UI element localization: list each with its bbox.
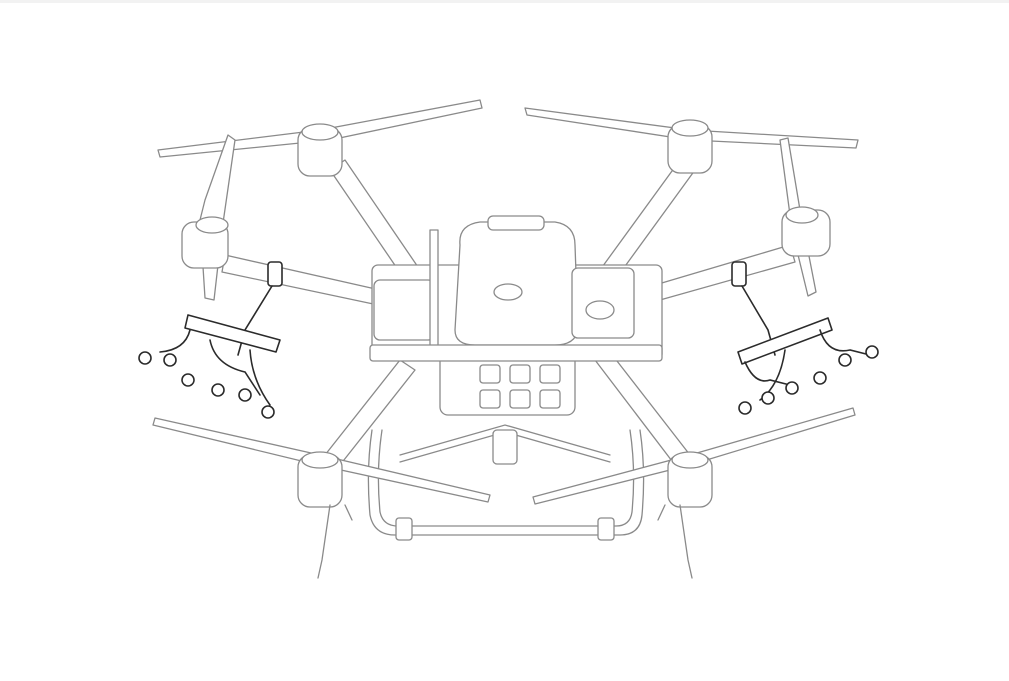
landing-gear [367, 424, 645, 541]
left-module [373, 279, 435, 341]
fuselage [369, 215, 663, 416]
rotor-mid-right [779, 137, 831, 297]
arm-mid-left [221, 254, 381, 306]
rotor-front-right [524, 107, 859, 174]
arm-front-left [329, 159, 421, 281]
left-spray-nozzle-assembly [138, 261, 283, 419]
arm-front-right [599, 159, 696, 281]
tank-cap [493, 283, 523, 301]
rotor-rear-right [532, 407, 856, 579]
rotor-rear-left [152, 417, 491, 579]
rotor-mid-left [181, 134, 236, 301]
arm-mid-right [654, 244, 796, 301]
tank-lid [487, 215, 545, 231]
frame-crossbar [369, 344, 663, 362]
top-divider [0, 0, 1009, 3]
right-spray-nozzle-assembly [731, 261, 879, 415]
spray-tank [454, 221, 579, 346]
rotor-front-left [157, 99, 483, 177]
